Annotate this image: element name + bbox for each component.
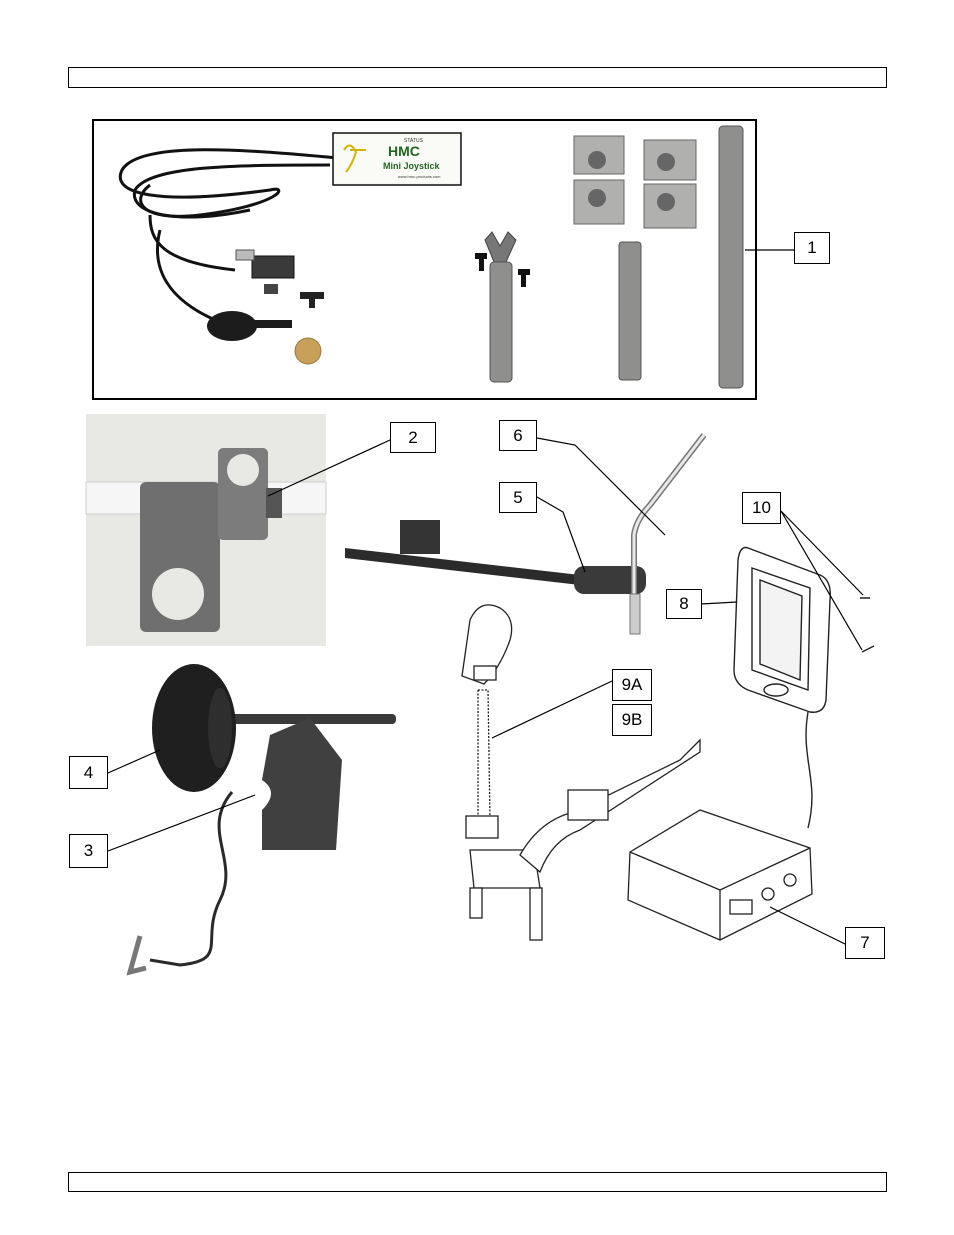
hmc-module-body: [333, 133, 461, 185]
callout-7-leader: [770, 907, 845, 944]
callout-label-1: 1: [794, 232, 830, 264]
callout-label-2: 2: [390, 422, 436, 453]
module-brand-text: HMC: [388, 143, 420, 159]
module-status-text: STATUS: [404, 138, 424, 144]
callout-9-leader: [492, 681, 612, 738]
callout-8-leader: [701, 602, 737, 604]
callout-4-leader: [108, 750, 160, 773]
screw-small: [300, 292, 324, 308]
callout-6-leader: [537, 438, 665, 535]
clamp-blocks: [574, 136, 696, 228]
callout-label-9b: 9B: [612, 704, 652, 736]
callout-label-8: 8: [666, 589, 702, 619]
wrench-rod: [485, 232, 516, 382]
module-product-text: Mini Joystick: [383, 161, 441, 171]
display-drawing: [734, 548, 874, 829]
callout-label-9a: 9A: [612, 669, 652, 701]
callout-label-4: 4: [69, 756, 108, 789]
control-module-drawing: [628, 810, 812, 940]
callout-label-3: 3: [69, 834, 108, 868]
db9-connector: [236, 250, 294, 294]
callout-3-leader: [108, 795, 255, 851]
page-footer-bar: [68, 1172, 887, 1192]
mount-arm-drawing: [345, 435, 704, 634]
callout-label-5: 5: [499, 482, 537, 513]
callout-label-10: 10: [742, 492, 781, 524]
long-rod: [719, 126, 743, 388]
callout-label-6: 6: [499, 420, 537, 451]
foam-ball-tip: [295, 338, 321, 364]
callout-5-leader: [537, 497, 585, 572]
callout-label-7: 7: [845, 927, 885, 959]
module-website-text: www.hmc-products.com: [398, 174, 441, 179]
joystick-knob-black: [207, 311, 292, 341]
short-rod: [619, 242, 641, 380]
cup-joystick-photo: [130, 664, 396, 972]
